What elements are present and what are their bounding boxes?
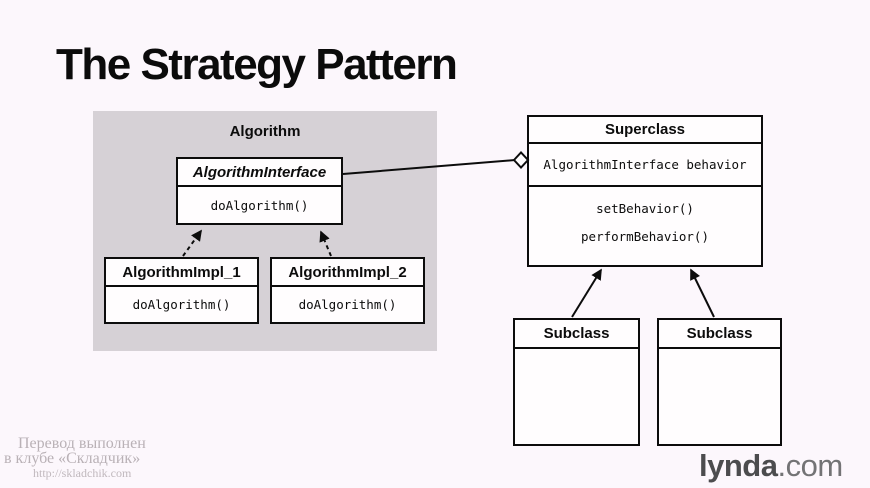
- watermark-line: в клубе «Складчик»: [4, 450, 141, 467]
- class-box-algorithm-impl-2: AlgorithmImpl_2 doAlgorithm(): [270, 257, 425, 324]
- class-box-superclass: Superclass AlgorithmInterface behavior s…: [527, 115, 763, 267]
- subclass-2-empty-body: [659, 349, 780, 444]
- watermark-line: Перевод выполнен: [18, 435, 146, 452]
- algorithm-group-label: Algorithm: [229, 123, 301, 140]
- watermark-url: http://skladchik.com: [33, 466, 132, 480]
- superclass-attribute: AlgorithmInterface behavior: [529, 144, 761, 187]
- superclass-method-perform-behavior: performBehavior(): [581, 229, 709, 244]
- class-box-algorithm-interface: AlgorithmInterface doAlgorithm(): [176, 157, 343, 225]
- inheritance-arrow-subclass-2: [690, 268, 715, 318]
- class-name-subclass-2: Subclass: [659, 320, 780, 349]
- class-name-algorithm-impl-1: AlgorithmImpl_1: [106, 259, 257, 287]
- superclass-method-set-behavior: setBehavior(): [596, 201, 694, 216]
- class-box-subclass-1: Subclass: [513, 318, 640, 446]
- class-name-algorithm-interface: AlgorithmInterface: [178, 159, 341, 187]
- inheritance-arrow-subclass-1: [571, 268, 602, 318]
- class-box-algorithm-impl-1: AlgorithmImpl_1 doAlgorithm(): [104, 257, 259, 324]
- watermark: Перевод выполнен в клубе «Складчик» http…: [0, 436, 146, 481]
- aggregation-diamond-icon: [512, 151, 530, 169]
- class-method-do-algorithm: doAlgorithm(): [210, 197, 309, 213]
- class-method-do-algorithm: doAlgorithm(): [132, 297, 231, 312]
- class-box-subclass-2: Subclass: [657, 318, 782, 446]
- superclass-methods: setBehavior() performBehavior(): [529, 187, 761, 265]
- lynda-logo: lynda.com: [699, 448, 843, 484]
- class-method-do-algorithm: doAlgorithm(): [298, 297, 397, 312]
- lynda-logo-suffix: .com: [777, 448, 843, 483]
- class-name-subclass-1: Subclass: [515, 320, 638, 349]
- class-name-superclass: Superclass: [529, 117, 761, 144]
- class-name-algorithm-impl-2: AlgorithmImpl_2: [272, 259, 423, 287]
- lynda-logo-name: lynda: [699, 448, 778, 483]
- subclass-1-empty-body: [515, 349, 638, 444]
- page-title: The Strategy Pattern: [56, 40, 458, 89]
